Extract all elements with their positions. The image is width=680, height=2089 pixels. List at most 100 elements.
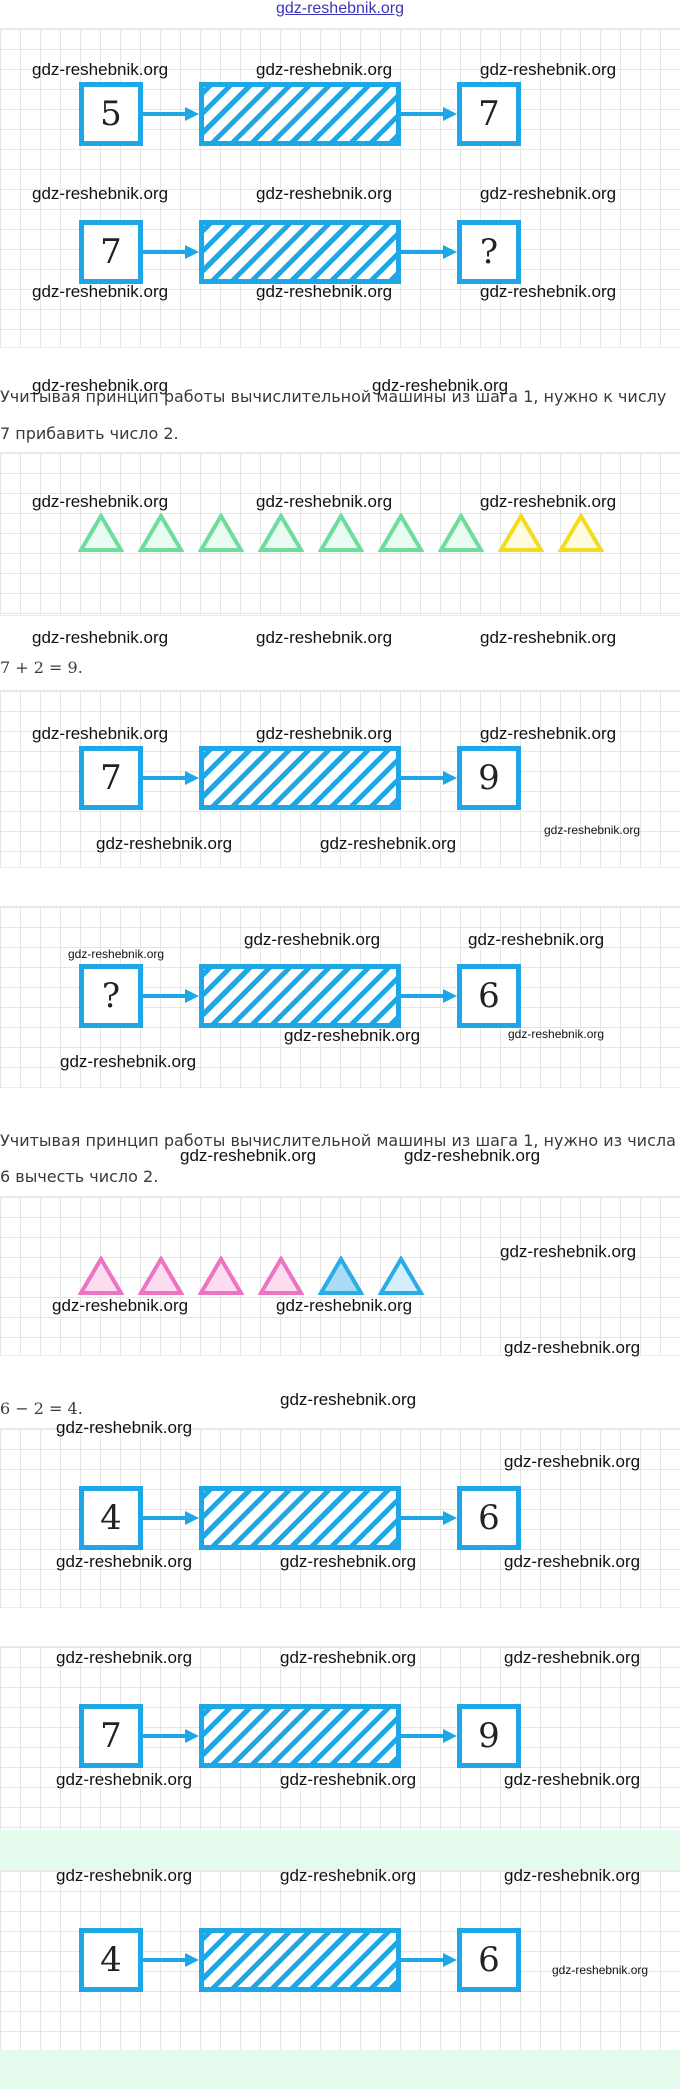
site-watermark-link[interactable]: gdz-reshebnik.org	[275, 0, 405, 17]
watermark: gdz-reshebnik.org	[56, 1648, 193, 1667]
green-triangle-icon	[78, 513, 124, 552]
machine-box	[199, 82, 401, 146]
arrow-icon	[401, 1953, 457, 1967]
watermark: gdz-reshebnik.org	[280, 1770, 417, 1789]
watermark: gdz-reshebnik.org	[504, 1648, 641, 1667]
machine-box	[199, 1486, 401, 1550]
watermark: gdz-reshebnik.org	[56, 1552, 193, 1571]
green-triangle-icon	[138, 513, 184, 552]
output-box: ?	[457, 220, 521, 284]
watermark: gdz-reshebnik.org	[480, 492, 617, 511]
watermark: gdz-reshebnik.org	[480, 724, 617, 743]
green-triangle-icon	[438, 513, 484, 552]
watermark: gdz-reshebnik.org	[552, 1963, 649, 1977]
watermark: gdz-reshebnik.org	[32, 184, 169, 203]
green-triangle-icon	[318, 513, 364, 552]
watermark: gdz-reshebnik.org	[480, 184, 617, 203]
input-box: 7	[79, 746, 143, 810]
watermark: gdz-reshebnik.org	[32, 60, 169, 79]
input-box: 4	[79, 1928, 143, 1992]
blue-triangle-icon	[318, 1256, 364, 1295]
arrow-icon	[401, 771, 457, 785]
watermark: gdz-reshebnik.org	[256, 724, 393, 743]
arrow-icon	[401, 1511, 457, 1525]
green-triangle-icon	[258, 513, 304, 552]
highlight-band	[0, 1830, 680, 1870]
arrow-icon	[401, 1729, 457, 1743]
input-box: 4	[79, 1486, 143, 1550]
arrow-icon	[143, 1729, 199, 1743]
explanation-text: 7 прибавить число 2.	[0, 424, 179, 443]
watermark: gdz-reshebnik.org	[96, 834, 233, 853]
watermark: gdz-reshebnik.org	[320, 834, 457, 853]
yellow-triangle-icon	[498, 513, 544, 552]
watermark: gdz-reshebnik.org	[504, 1866, 641, 1885]
equation-text: 6 − 2 = 4.	[0, 1399, 83, 1418]
output-box: 9	[457, 1704, 521, 1768]
watermark: gdz-reshebnik.org	[256, 628, 393, 647]
pink-triangle-icon	[138, 1256, 184, 1295]
machine-box	[199, 1704, 401, 1768]
output-box: 6	[457, 1928, 521, 1992]
equation-text: 7 + 2 = 9.	[0, 658, 83, 677]
green-triangle-icon	[378, 513, 424, 552]
watermark: gdz-reshebnik.org	[56, 1770, 193, 1789]
watermark: gdz-reshebnik.org	[52, 1296, 189, 1315]
arrow-icon	[143, 107, 199, 121]
watermark: gdz-reshebnik.org	[68, 947, 165, 961]
output-box: 6	[457, 964, 521, 1028]
watermark: gdz-reshebnik.org	[256, 60, 393, 79]
watermark: gdz-reshebnik.org	[180, 1146, 317, 1165]
watermark: gdz-reshebnik.org	[32, 628, 169, 647]
watermark: gdz-reshebnik.org	[60, 1052, 197, 1071]
watermark: gdz-reshebnik.org	[256, 184, 393, 203]
watermark: gdz-reshebnik.org	[508, 1027, 605, 1041]
machine-box	[199, 1928, 401, 1992]
machine-box	[199, 746, 401, 810]
explanation-text: Учитывая принцип работы вычислительной м…	[0, 1131, 676, 1150]
pink-triangle-icon	[258, 1256, 304, 1295]
watermark: gdz-reshebnik.org	[404, 1146, 541, 1165]
machine-box	[199, 964, 401, 1028]
watermark: gdz-reshebnik.org	[256, 492, 393, 511]
green-triangle-icon	[198, 513, 244, 552]
watermark: gdz-reshebnik.org	[504, 1770, 641, 1789]
watermark: gdz-reshebnik.org	[480, 60, 617, 79]
arrow-icon	[143, 1953, 199, 1967]
explanation-text: Учитывая принцип работы вычислительной м…	[0, 387, 667, 406]
watermark: gdz-reshebnik.org	[504, 1552, 641, 1571]
input-box: 5	[79, 82, 143, 146]
watermark: gdz-reshebnik.org	[504, 1338, 641, 1357]
watermark: gdz-reshebnik.org	[500, 1242, 637, 1261]
output-box: 7	[457, 82, 521, 146]
input-box: 7	[79, 1704, 143, 1768]
arrow-icon	[401, 107, 457, 121]
watermark: gdz-reshebnik.org	[284, 1026, 421, 1045]
arrow-icon	[401, 989, 457, 1003]
output-box: 6	[457, 1486, 521, 1550]
arrow-icon	[143, 1511, 199, 1525]
arrow-icon	[143, 245, 199, 259]
watermark: gdz-reshebnik.org	[56, 1866, 193, 1885]
watermark: gdz-reshebnik.org	[480, 628, 617, 647]
watermark: gdz-reshebnik.org	[280, 1552, 417, 1571]
watermark: gdz-reshebnik.org	[276, 1296, 413, 1315]
watermark: gdz-reshebnik.org	[280, 1390, 417, 1409]
watermark: gdz-reshebnik.org	[256, 282, 393, 301]
arrow-icon	[143, 771, 199, 785]
watermark: gdz-reshebnik.org	[544, 823, 641, 837]
yellow-triangle-icon	[558, 513, 604, 552]
watermark: gdz-reshebnik.org	[56, 1418, 193, 1437]
watermark: gdz-reshebnik.org	[280, 1648, 417, 1667]
watermark: gdz-reshebnik.org	[32, 492, 169, 511]
output-box: 9	[457, 746, 521, 810]
pink-triangle-icon	[78, 1256, 124, 1295]
input-box: ?	[79, 964, 143, 1028]
watermark: gdz-reshebnik.org	[32, 282, 169, 301]
watermark: gdz-reshebnik.org	[372, 376, 509, 395]
explanation-text: 6 вычесть число 2.	[0, 1167, 159, 1186]
watermark: gdz-reshebnik.org	[480, 282, 617, 301]
arrow-icon	[401, 245, 457, 259]
arrow-icon	[143, 989, 199, 1003]
watermark: gdz-reshebnik.org	[280, 1866, 417, 1885]
